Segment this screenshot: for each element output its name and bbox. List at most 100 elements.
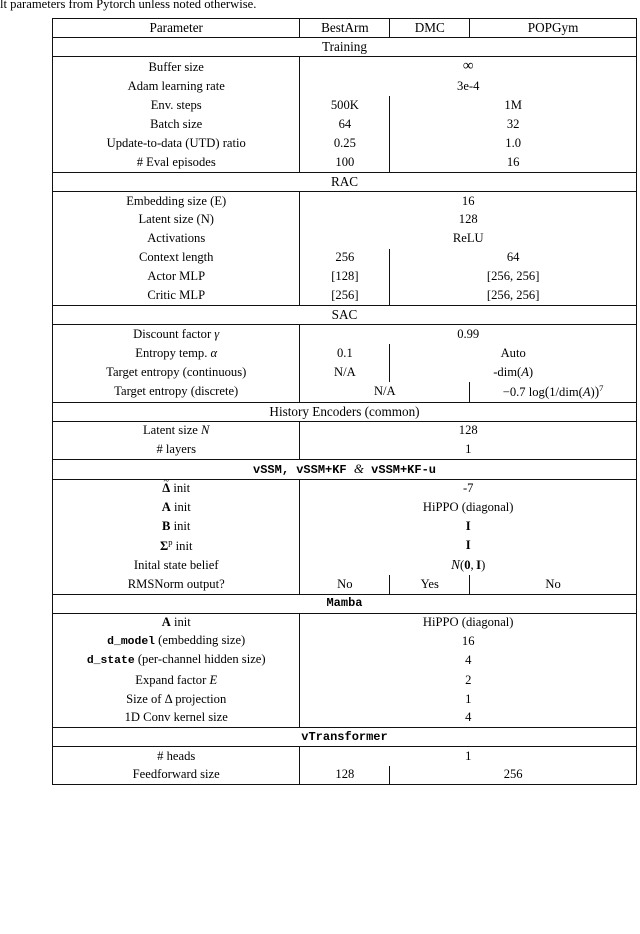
row-label: A init xyxy=(51,498,300,518)
row-value-all: 0.99 xyxy=(299,324,637,344)
table-row: Actor MLP[128][256, 256] xyxy=(51,267,637,287)
table-row: d_state (per-channel hidden size)4 xyxy=(51,651,637,671)
row-value-dmc: Yes xyxy=(389,575,470,595)
table-row: Target entropy (continuous)N/A-dim(A) xyxy=(51,362,637,382)
row-label: Activations xyxy=(51,229,300,249)
table-row: Embedding size (E)16 xyxy=(51,191,637,211)
row-label: Env. steps xyxy=(51,96,300,116)
row-label: ~Δ init xyxy=(51,476,300,499)
table-head: Parameter BestArm DMC POPGym xyxy=(51,17,637,38)
section-title: vSSM, vSSM+KF & vSSM+KF-u xyxy=(52,458,637,480)
row-value-all: 4 xyxy=(299,708,637,728)
row-value-bestarm: 0.25 xyxy=(299,134,390,154)
row-value-dmc-popgym: 64 xyxy=(389,248,637,268)
row-value-bestarm: [256] xyxy=(299,286,390,306)
row-value-all: 128 xyxy=(299,420,637,441)
row-label: Inital state belief xyxy=(51,556,300,576)
row-value-all: 1 xyxy=(299,689,637,709)
row-label: d_state (per-channel hidden size) xyxy=(51,651,300,671)
row-value-bestarm: 500K xyxy=(299,96,390,116)
row-value-bestarm: 128 xyxy=(299,765,390,786)
row-value-all: I xyxy=(299,536,637,557)
row-value-all: 1 xyxy=(299,746,637,766)
table-header-row: Parameter BestArm DMC POPGym xyxy=(51,17,637,38)
row-value-dmc-popgym: [256, 256] xyxy=(389,267,637,287)
row-value-all: 16 xyxy=(299,632,637,652)
section-title: Training xyxy=(52,37,637,57)
column-header-parameter: Parameter xyxy=(51,17,300,38)
column-header-bestarm: BestArm xyxy=(299,17,390,38)
section-title: History Encoders (common) xyxy=(52,401,637,422)
row-value-all: I xyxy=(299,517,637,537)
row-value-dmc-popgym: 1M xyxy=(389,96,637,116)
row-value-popgym: No xyxy=(469,575,637,595)
table-row: Buffer size∞ xyxy=(51,56,637,78)
row-value-dmc-popgym: 32 xyxy=(389,115,637,135)
row-label: B init xyxy=(51,517,300,537)
row-label: Update-to-data (UTD) ratio xyxy=(51,134,300,154)
row-label: Feedforward size xyxy=(51,765,300,786)
row-label: Target entropy (continuous) xyxy=(51,362,300,382)
section-header-row: RAC xyxy=(52,171,637,192)
row-value-bestarm: No xyxy=(299,575,390,595)
table-row: Target entropy (discrete)N/A−0.7 log(1/d… xyxy=(51,381,637,403)
row-label: # Eval episodes xyxy=(51,153,300,173)
row-value-bestarm-dmc: N/A xyxy=(299,381,470,403)
row-value-all: HiPPO (diagonal) xyxy=(299,612,637,633)
row-value-bestarm: 256 xyxy=(299,248,390,268)
table-row: Latent size (N)128 xyxy=(51,210,637,230)
row-value-bestarm: 64 xyxy=(299,115,390,135)
row-value-dmc-popgym: -dim(A) xyxy=(389,362,637,382)
row-label: 1D Conv kernel size xyxy=(51,708,300,728)
row-label: Latent size (N) xyxy=(51,210,300,230)
row-label: # layers xyxy=(51,440,300,460)
row-label: Actor MLP xyxy=(51,267,300,287)
row-label: RMSNorm output? xyxy=(51,575,300,595)
row-value-all: 1 xyxy=(299,440,637,460)
column-header-popgym: POPGym xyxy=(469,17,637,38)
section-title: RAC xyxy=(52,171,637,192)
table-row: d_model (embedding size)16 xyxy=(51,632,637,652)
row-value-all: 3e-4 xyxy=(299,77,637,97)
row-label: Adam learning rate xyxy=(51,77,300,97)
row-label: Latent size N xyxy=(51,420,300,441)
row-value-all: N(0, I) xyxy=(299,556,637,576)
row-value-dmc-popgym: [256, 256] xyxy=(389,286,637,306)
row-value-all: ReLU xyxy=(299,229,637,249)
row-label: Batch size xyxy=(51,115,300,135)
row-value-all: 16 xyxy=(299,191,637,211)
row-value-bestarm: [128] xyxy=(299,267,390,287)
table-row: ~Δ init-7 xyxy=(51,476,637,499)
section-title: Mamba xyxy=(52,593,637,614)
row-value-dmc-popgym: 1.0 xyxy=(389,134,637,154)
row-value-bestarm: N/A xyxy=(299,362,390,382)
row-value-dmc-popgym: 256 xyxy=(389,765,637,786)
section-header-row: vSSM, vSSM+KF & vSSM+KF-u xyxy=(52,458,637,480)
row-label: A init xyxy=(51,612,300,633)
row-value-all: 2 xyxy=(299,670,637,690)
row-value-popgym: −0.7 log(1/dim(A))7 xyxy=(469,381,637,403)
section-title: SAC xyxy=(52,305,637,325)
row-value-all: HiPPO (diagonal) xyxy=(299,498,637,518)
row-value-all: ∞ xyxy=(299,56,637,78)
row-label: d_model (embedding size) xyxy=(51,632,300,652)
